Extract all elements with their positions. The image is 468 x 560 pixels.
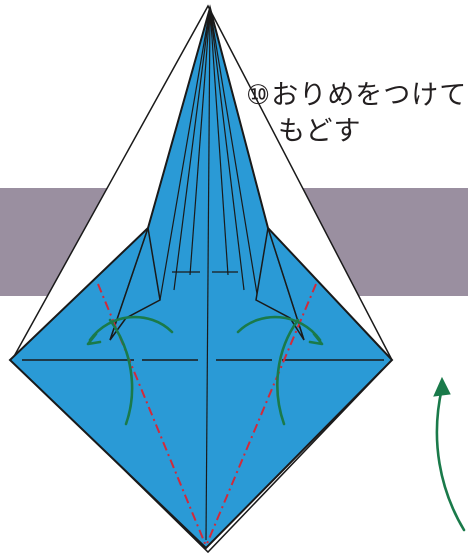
- step-text-line2: もどす: [278, 116, 362, 148]
- curved-fold-arrow-icon: [236, 315, 324, 426]
- curved-fold-arrow-icon: [86, 315, 174, 426]
- spike-creases: [159, 7, 259, 541]
- valley-fold-lines: [97, 283, 317, 547]
- step-number: ⑩: [246, 80, 272, 111]
- return-arrow-icon: [433, 376, 466, 532]
- step-instruction: ⑩おりめをつけて もどす: [246, 78, 467, 151]
- step-text-line1: おりめをつけて: [271, 80, 468, 111]
